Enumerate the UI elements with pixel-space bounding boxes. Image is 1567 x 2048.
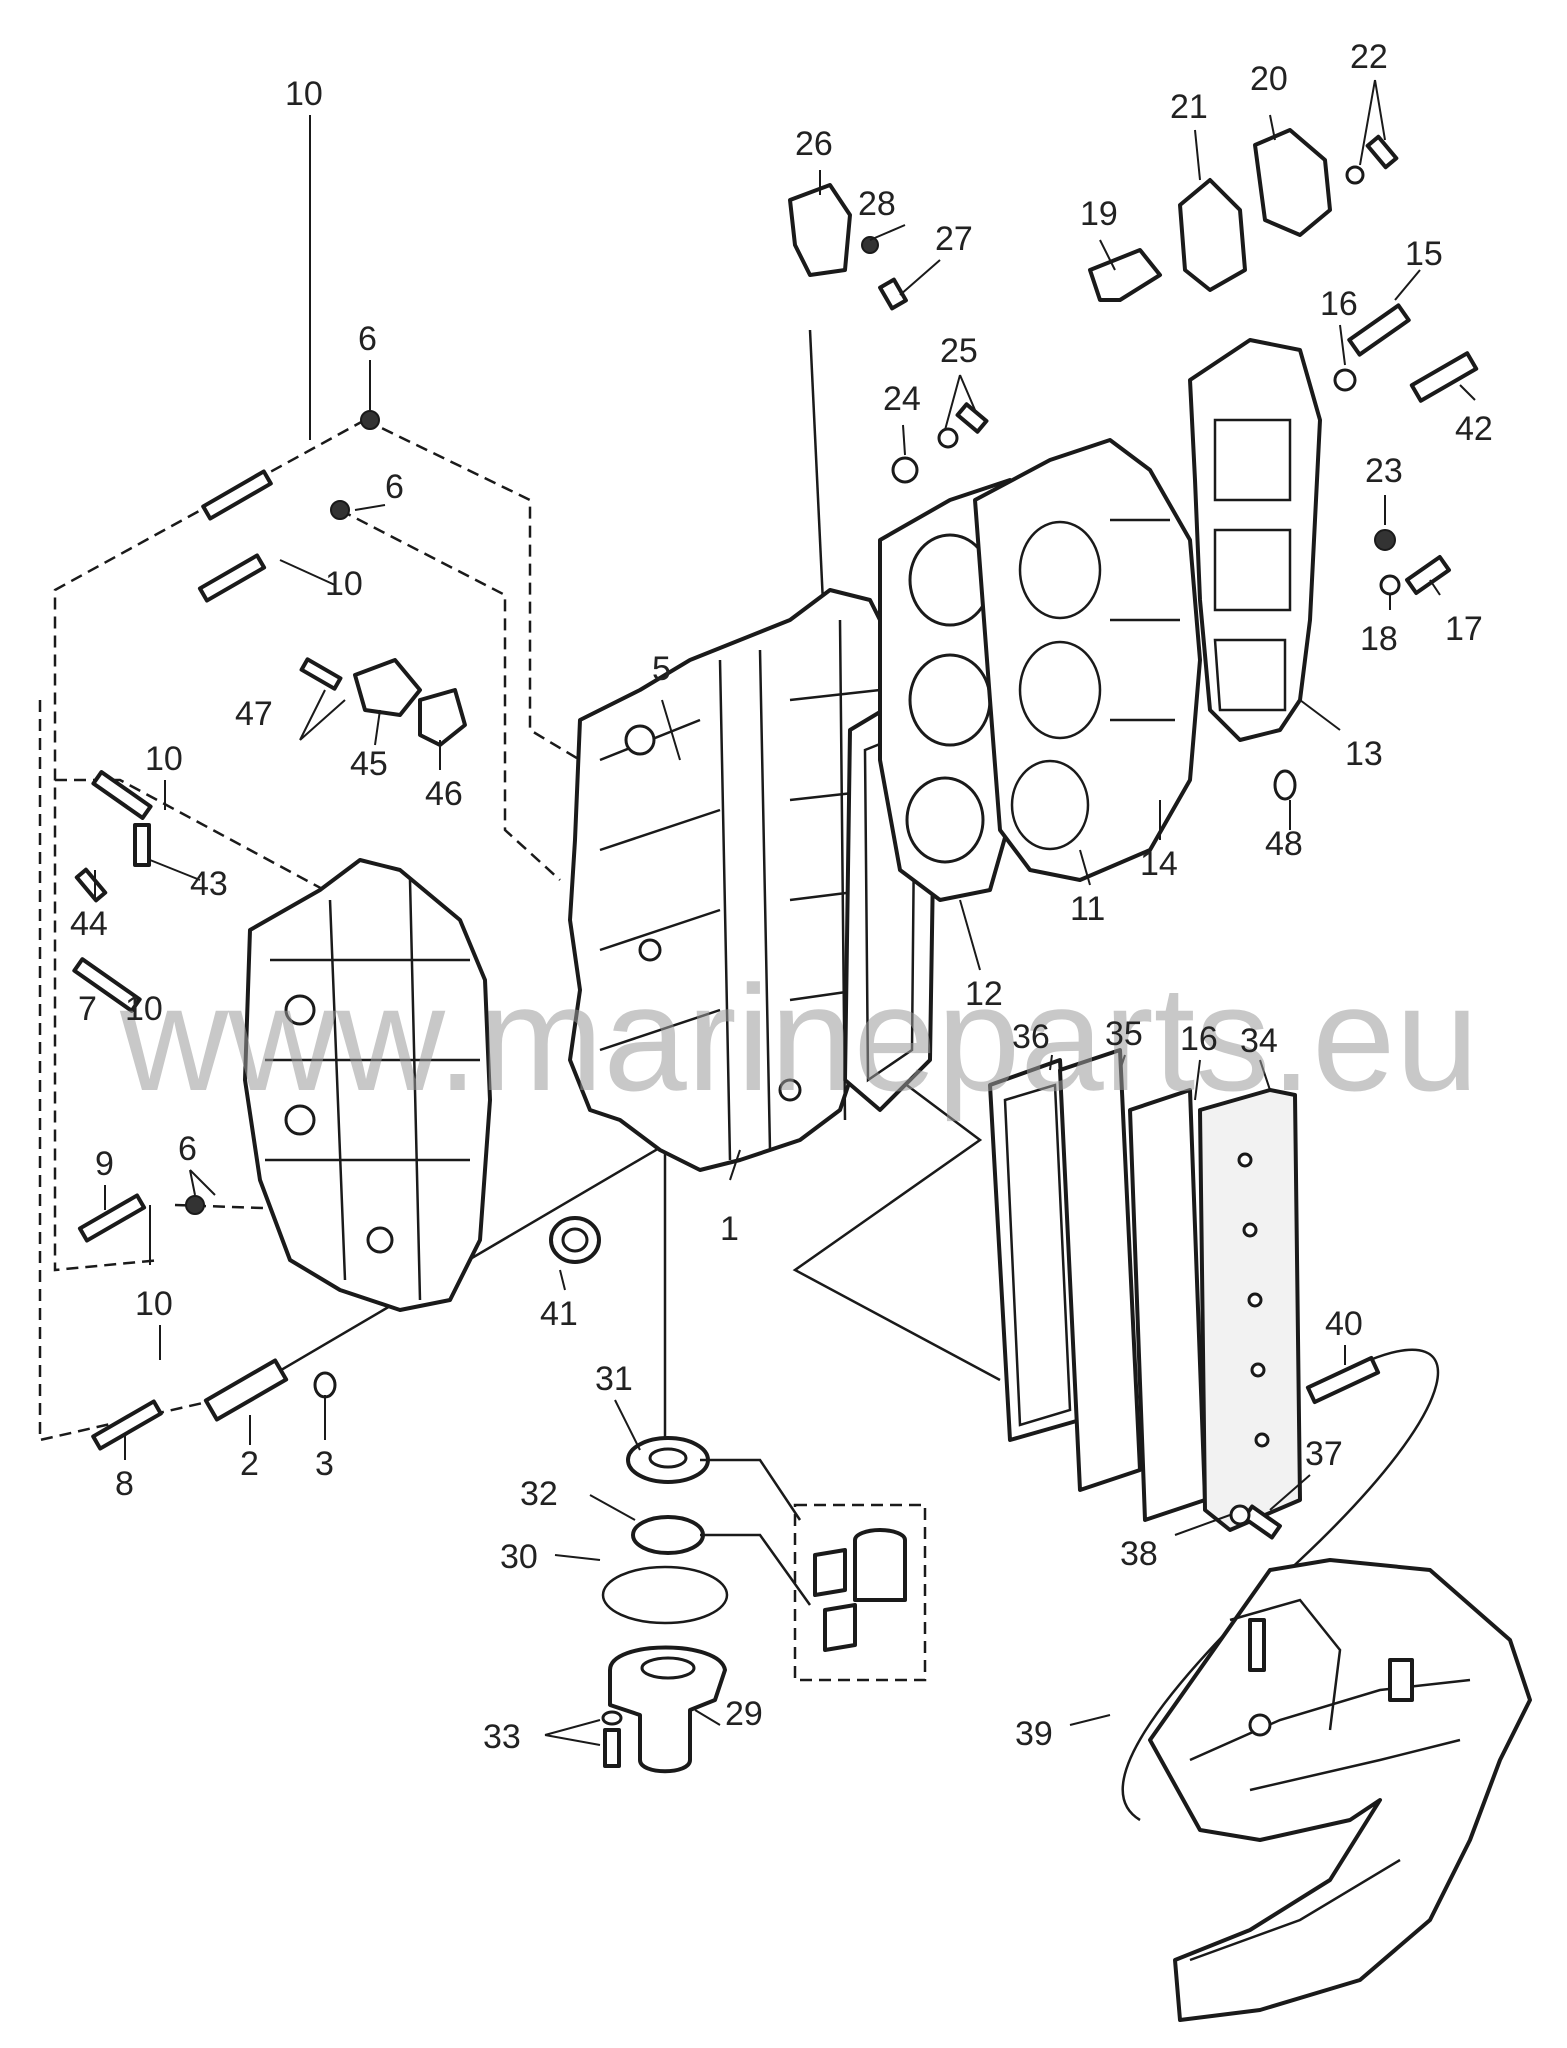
exhaust-inner-cover (1058, 1048, 1142, 1492)
part-label-44: 44 (70, 905, 108, 943)
crankcase (243, 858, 492, 1312)
assembly-line (174, 1203, 471, 1232)
part-label-46: 46 (425, 775, 463, 813)
assembly-line (339, 508, 561, 881)
part-label-13: 13 (1345, 735, 1383, 773)
part-label-23: 23 (1365, 452, 1403, 490)
part-label-10: 10 (145, 740, 183, 778)
leader-lines (94, 79, 1476, 1746)
part-label-17: 17 (1445, 610, 1483, 648)
part-label-48: 48 (1265, 825, 1303, 863)
part-label-22: 22 (1350, 38, 1388, 76)
part-label-41: 41 (540, 1295, 578, 1333)
part-label-1: 1 (720, 1210, 739, 1248)
thermostat-cover (1253, 128, 1332, 237)
fitting (418, 688, 467, 747)
thermostat (1088, 248, 1162, 302)
part-label-9: 9 (95, 1145, 114, 1183)
part-label-43: 43 (190, 865, 228, 903)
detail-box (793, 1503, 927, 1682)
part-label-45: 45 (350, 745, 388, 783)
part-label-30: 30 (500, 1538, 538, 1576)
part-label-2: 2 (240, 1445, 259, 1483)
part-label-10: 10 (135, 1285, 173, 1323)
thermostat-gasket (1178, 178, 1247, 292)
part-label-20: 20 (1250, 60, 1288, 98)
part-label-16: 16 (1320, 285, 1358, 323)
part-label-36: 36 (1012, 1018, 1050, 1056)
washer (631, 1515, 705, 1555)
part-label-6: 6 (385, 468, 404, 506)
part-label-35: 35 (1105, 1015, 1143, 1053)
part-label-6: 6 (178, 1130, 197, 1168)
part-label-25: 25 (940, 332, 978, 370)
part-label-34: 34 (1240, 1022, 1278, 1060)
part-label-47: 47 (235, 695, 273, 733)
part-label-10: 10 (285, 75, 323, 113)
part-label-42: 42 (1455, 410, 1493, 448)
part-label-27: 27 (935, 220, 973, 258)
o-ring (601, 1565, 729, 1625)
cylinder-head (973, 438, 1202, 882)
part-label-31: 31 (595, 1360, 633, 1398)
part-label-26: 26 (795, 125, 833, 163)
bracket (788, 183, 852, 277)
part-label-10: 10 (325, 565, 363, 603)
part-label-33: 33 (483, 1718, 521, 1756)
bearing-housing (608, 1645, 727, 1774)
part-label-7: 7 (78, 990, 97, 1028)
part-label-37: 37 (1305, 1435, 1343, 1473)
assembly-line (364, 418, 581, 762)
part-label-15: 15 (1405, 235, 1443, 273)
part-label-21: 21 (1170, 88, 1208, 126)
part-label-24: 24 (883, 380, 921, 418)
lower-cowling (1148, 1558, 1532, 2022)
part-label-19: 19 (1080, 195, 1118, 233)
part-label-8: 8 (115, 1465, 134, 1503)
exhaust-plate-gasket (1128, 1088, 1207, 1522)
part-label-38: 38 (1120, 1535, 1158, 1573)
part-label-32: 32 (520, 1475, 558, 1513)
part-label-6: 6 (358, 320, 377, 358)
part-label-11: 11 (1070, 890, 1105, 928)
assembly-line (55, 778, 381, 922)
part-label-40: 40 (1325, 1305, 1363, 1343)
part-label-14: 14 (1140, 845, 1178, 883)
fitting-plate (353, 658, 422, 717)
head-cover (1188, 338, 1322, 742)
part-label-10: 10 (125, 990, 163, 1028)
part-label-12: 12 (965, 975, 1003, 1013)
drawing (38, 79, 1532, 2022)
part-label-16: 16 (1180, 1020, 1218, 1058)
watermark: www.marineparts.eu (119, 954, 1479, 1122)
part-label-18: 18 (1360, 620, 1398, 658)
part-label-29: 29 (725, 1695, 763, 1733)
part-label-39: 39 (1015, 1715, 1053, 1753)
part-labels: 1 2 3 5 6 6 6 7 8 9 10 10 10 10 10 11 12… (70, 38, 1493, 1756)
part-label-3: 3 (315, 1445, 334, 1483)
part-label-28: 28 (858, 185, 896, 223)
assembly-line (792, 1079, 1001, 1382)
part-label-5: 5 (652, 650, 671, 688)
